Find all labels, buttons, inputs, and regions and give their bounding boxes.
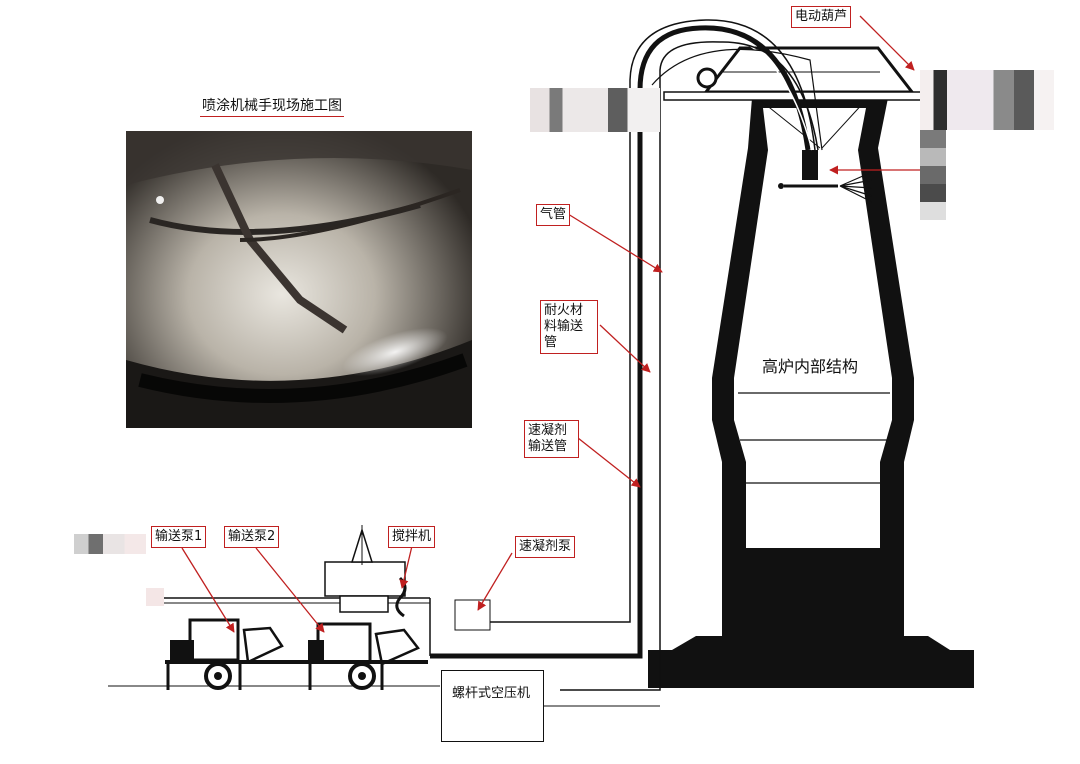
pump-1-graphic — [165, 620, 290, 690]
furnace-title: 高炉内部结构 — [762, 353, 858, 377]
label-pump-1: 输送泵1 — [151, 526, 206, 548]
label-pump-2: 输送泵2 — [224, 526, 279, 548]
pump-2-graphic — [296, 624, 428, 690]
label-screw-compressor: 螺杆式空压机 — [441, 670, 544, 742]
label-mixer: 搅拌机 — [388, 526, 435, 548]
label-refractory-pipe: 耐火材料输送管 — [540, 300, 598, 354]
label-accelerator-pump: 速凝剂泵 — [515, 536, 575, 558]
label-accelerator-pipe: 速凝剂输送管 — [524, 420, 579, 458]
equipment-area — [108, 525, 490, 690]
label-electric-hoist: 电动葫芦 — [791, 6, 851, 28]
redaction-block — [920, 130, 946, 220]
redaction-block — [74, 534, 146, 554]
site-photo — [126, 131, 472, 428]
redaction-block — [146, 588, 164, 606]
photo-title: 喷涂机械手现场施工图 — [200, 95, 344, 117]
redaction-block — [530, 88, 660, 132]
label-air-pipe: 气管 — [536, 204, 570, 226]
redaction-block — [920, 70, 1054, 130]
